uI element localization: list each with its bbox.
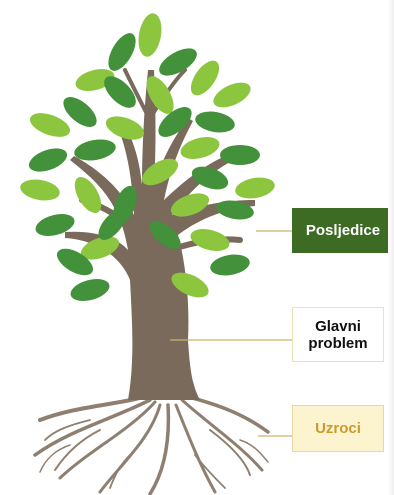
- leaf: [26, 144, 70, 176]
- leaf: [178, 133, 222, 163]
- leaf: [188, 225, 232, 255]
- leaf: [220, 145, 260, 165]
- leaf: [68, 275, 112, 305]
- tree-roots: [35, 395, 268, 494]
- leaf: [135, 11, 164, 58]
- leaf: [19, 177, 62, 204]
- page-edge-shadow: [388, 0, 394, 495]
- leaf: [210, 77, 255, 112]
- causes-label: Uzroci: [292, 405, 384, 452]
- leaf: [209, 252, 252, 279]
- effects-label: Posljedice: [292, 208, 394, 253]
- leaf: [27, 108, 73, 141]
- leaf: [103, 29, 141, 75]
- main-problem-label: Glavni problem: [292, 307, 384, 362]
- leaf: [194, 109, 237, 136]
- leaf: [234, 175, 277, 202]
